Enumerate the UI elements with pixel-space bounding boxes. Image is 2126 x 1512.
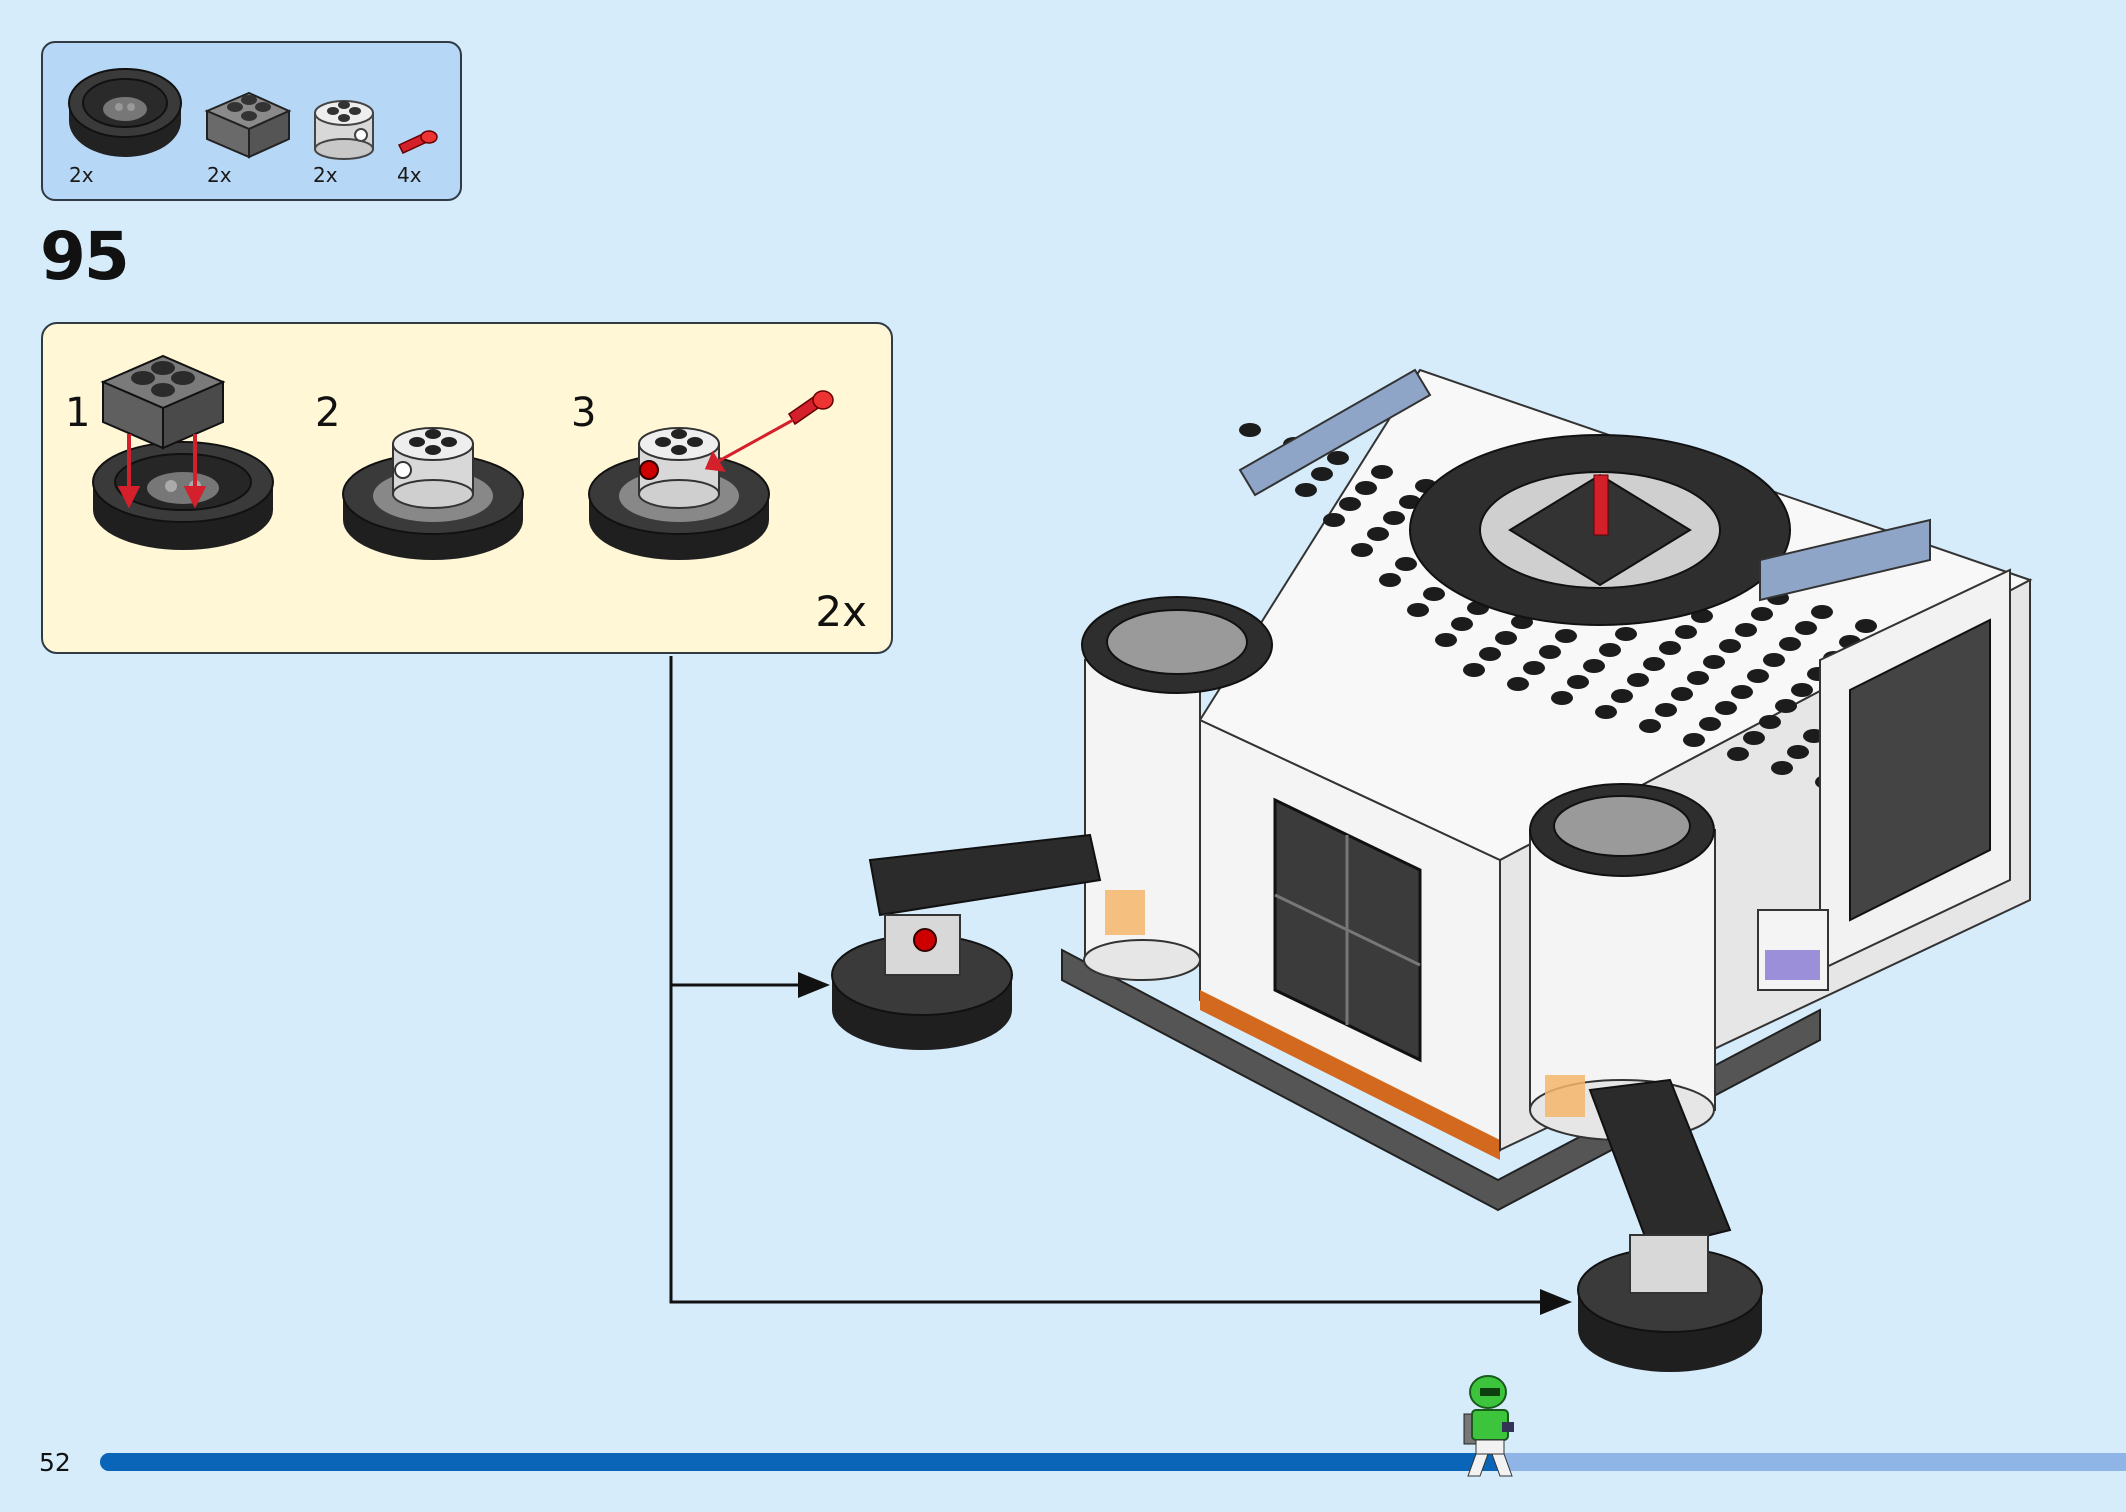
roof-stud xyxy=(1655,703,1677,717)
roof-stud xyxy=(1407,603,1429,617)
roof-stud xyxy=(1423,587,1445,601)
roof-stud xyxy=(1771,761,1793,775)
round-tire-part-icon xyxy=(68,68,182,157)
roof-stud xyxy=(1551,691,1573,705)
substep-multiplier: 2x xyxy=(815,587,867,636)
roof-stud xyxy=(1555,629,1577,643)
roof-stud xyxy=(1763,653,1785,667)
step-number: 95 xyxy=(40,218,130,295)
roof-stud xyxy=(1715,701,1737,715)
roof-stud xyxy=(1539,645,1561,659)
roof-stud xyxy=(1479,647,1501,661)
roof-stud xyxy=(1779,637,1801,651)
roof-stud xyxy=(1523,661,1545,675)
roof-stud xyxy=(1643,657,1665,671)
red-pin-part-icon xyxy=(397,130,438,154)
roof-stud xyxy=(1567,675,1589,689)
roof-stud xyxy=(1751,607,1773,621)
roof-stud xyxy=(1811,605,1833,619)
assembly-arrow-icon xyxy=(117,434,207,509)
roof-stud xyxy=(1463,663,1485,677)
substep-number: 3 xyxy=(571,390,597,436)
dark-gray-brick-2x2-part-icon xyxy=(204,91,292,159)
roof-stud xyxy=(1747,669,1769,683)
sub-assembly-callout: 1 2 3 2x xyxy=(41,322,893,654)
roof-stud xyxy=(1703,655,1725,669)
roof-stud xyxy=(1339,497,1361,511)
arrow-head-icon xyxy=(798,972,830,998)
roof-stud xyxy=(1671,687,1693,701)
assembly-arrow-icon xyxy=(704,418,794,472)
roof-stud xyxy=(1583,659,1605,673)
part-quantity: 4x xyxy=(397,163,422,187)
roof-stud xyxy=(1595,705,1617,719)
roof-stud xyxy=(1795,621,1817,635)
roof-stud xyxy=(1383,511,1405,525)
dark-gray-brick-2x2-part-icon xyxy=(100,354,226,450)
part-quantity: 2x xyxy=(69,163,94,187)
roof-stud xyxy=(1379,573,1401,587)
roof-stud xyxy=(1323,513,1345,527)
roof-stud xyxy=(1395,557,1417,571)
roof-stud xyxy=(1351,543,1373,557)
roof-stud xyxy=(1727,747,1749,761)
roof-stud xyxy=(1295,483,1317,497)
substep-2-illustration xyxy=(342,427,524,560)
roof-stud xyxy=(1719,639,1741,653)
substep-1-illustration xyxy=(92,354,274,550)
arrow-head-icon xyxy=(1540,1289,1572,1315)
roof-stud xyxy=(1507,677,1529,691)
parts-list-callout: 2x 2x 2x 4x xyxy=(41,41,462,201)
roof-stud xyxy=(1371,465,1393,479)
roof-stud xyxy=(1495,631,1517,645)
roof-stud xyxy=(1355,481,1377,495)
page-number: 52 xyxy=(39,1448,71,1477)
progress-bar-fill xyxy=(100,1453,1498,1471)
roof-stud xyxy=(1615,627,1637,641)
minifigure-progress-marker-icon xyxy=(1463,1375,1514,1477)
substep-number: 1 xyxy=(65,390,91,436)
roof-stud xyxy=(1731,685,1753,699)
part-quantity: 2x xyxy=(207,163,232,187)
roof-stud xyxy=(1855,619,1877,633)
roof-stud xyxy=(1699,717,1721,731)
roof-stud xyxy=(1791,683,1813,697)
substep-3-illustration xyxy=(588,390,834,560)
roof-stud xyxy=(1639,719,1661,733)
roof-stud xyxy=(1759,715,1781,729)
roof-stud xyxy=(1451,617,1473,631)
roof-stud xyxy=(1599,643,1621,657)
roof-stud xyxy=(1435,633,1457,647)
progress-bar xyxy=(100,1453,2126,1471)
roof-stud xyxy=(1659,641,1681,655)
roof-stud xyxy=(1627,673,1649,687)
roof-stud xyxy=(1327,451,1349,465)
roof-stud xyxy=(1611,689,1633,703)
roof-stud xyxy=(1735,623,1757,637)
roof-stud xyxy=(1743,731,1765,745)
roof-stud xyxy=(1239,423,1261,437)
roof-stud xyxy=(1683,733,1705,747)
part-quantity: 2x xyxy=(313,163,338,187)
roof-stud xyxy=(1687,671,1709,685)
roof-stud xyxy=(1311,467,1333,481)
roof-stud xyxy=(1367,527,1389,541)
roof-stud xyxy=(1775,699,1797,713)
round-brick-2x2-part-icon xyxy=(314,100,374,160)
substep-number: 2 xyxy=(315,390,341,436)
roof-stud xyxy=(1675,625,1697,639)
roof-stud xyxy=(1787,745,1809,759)
